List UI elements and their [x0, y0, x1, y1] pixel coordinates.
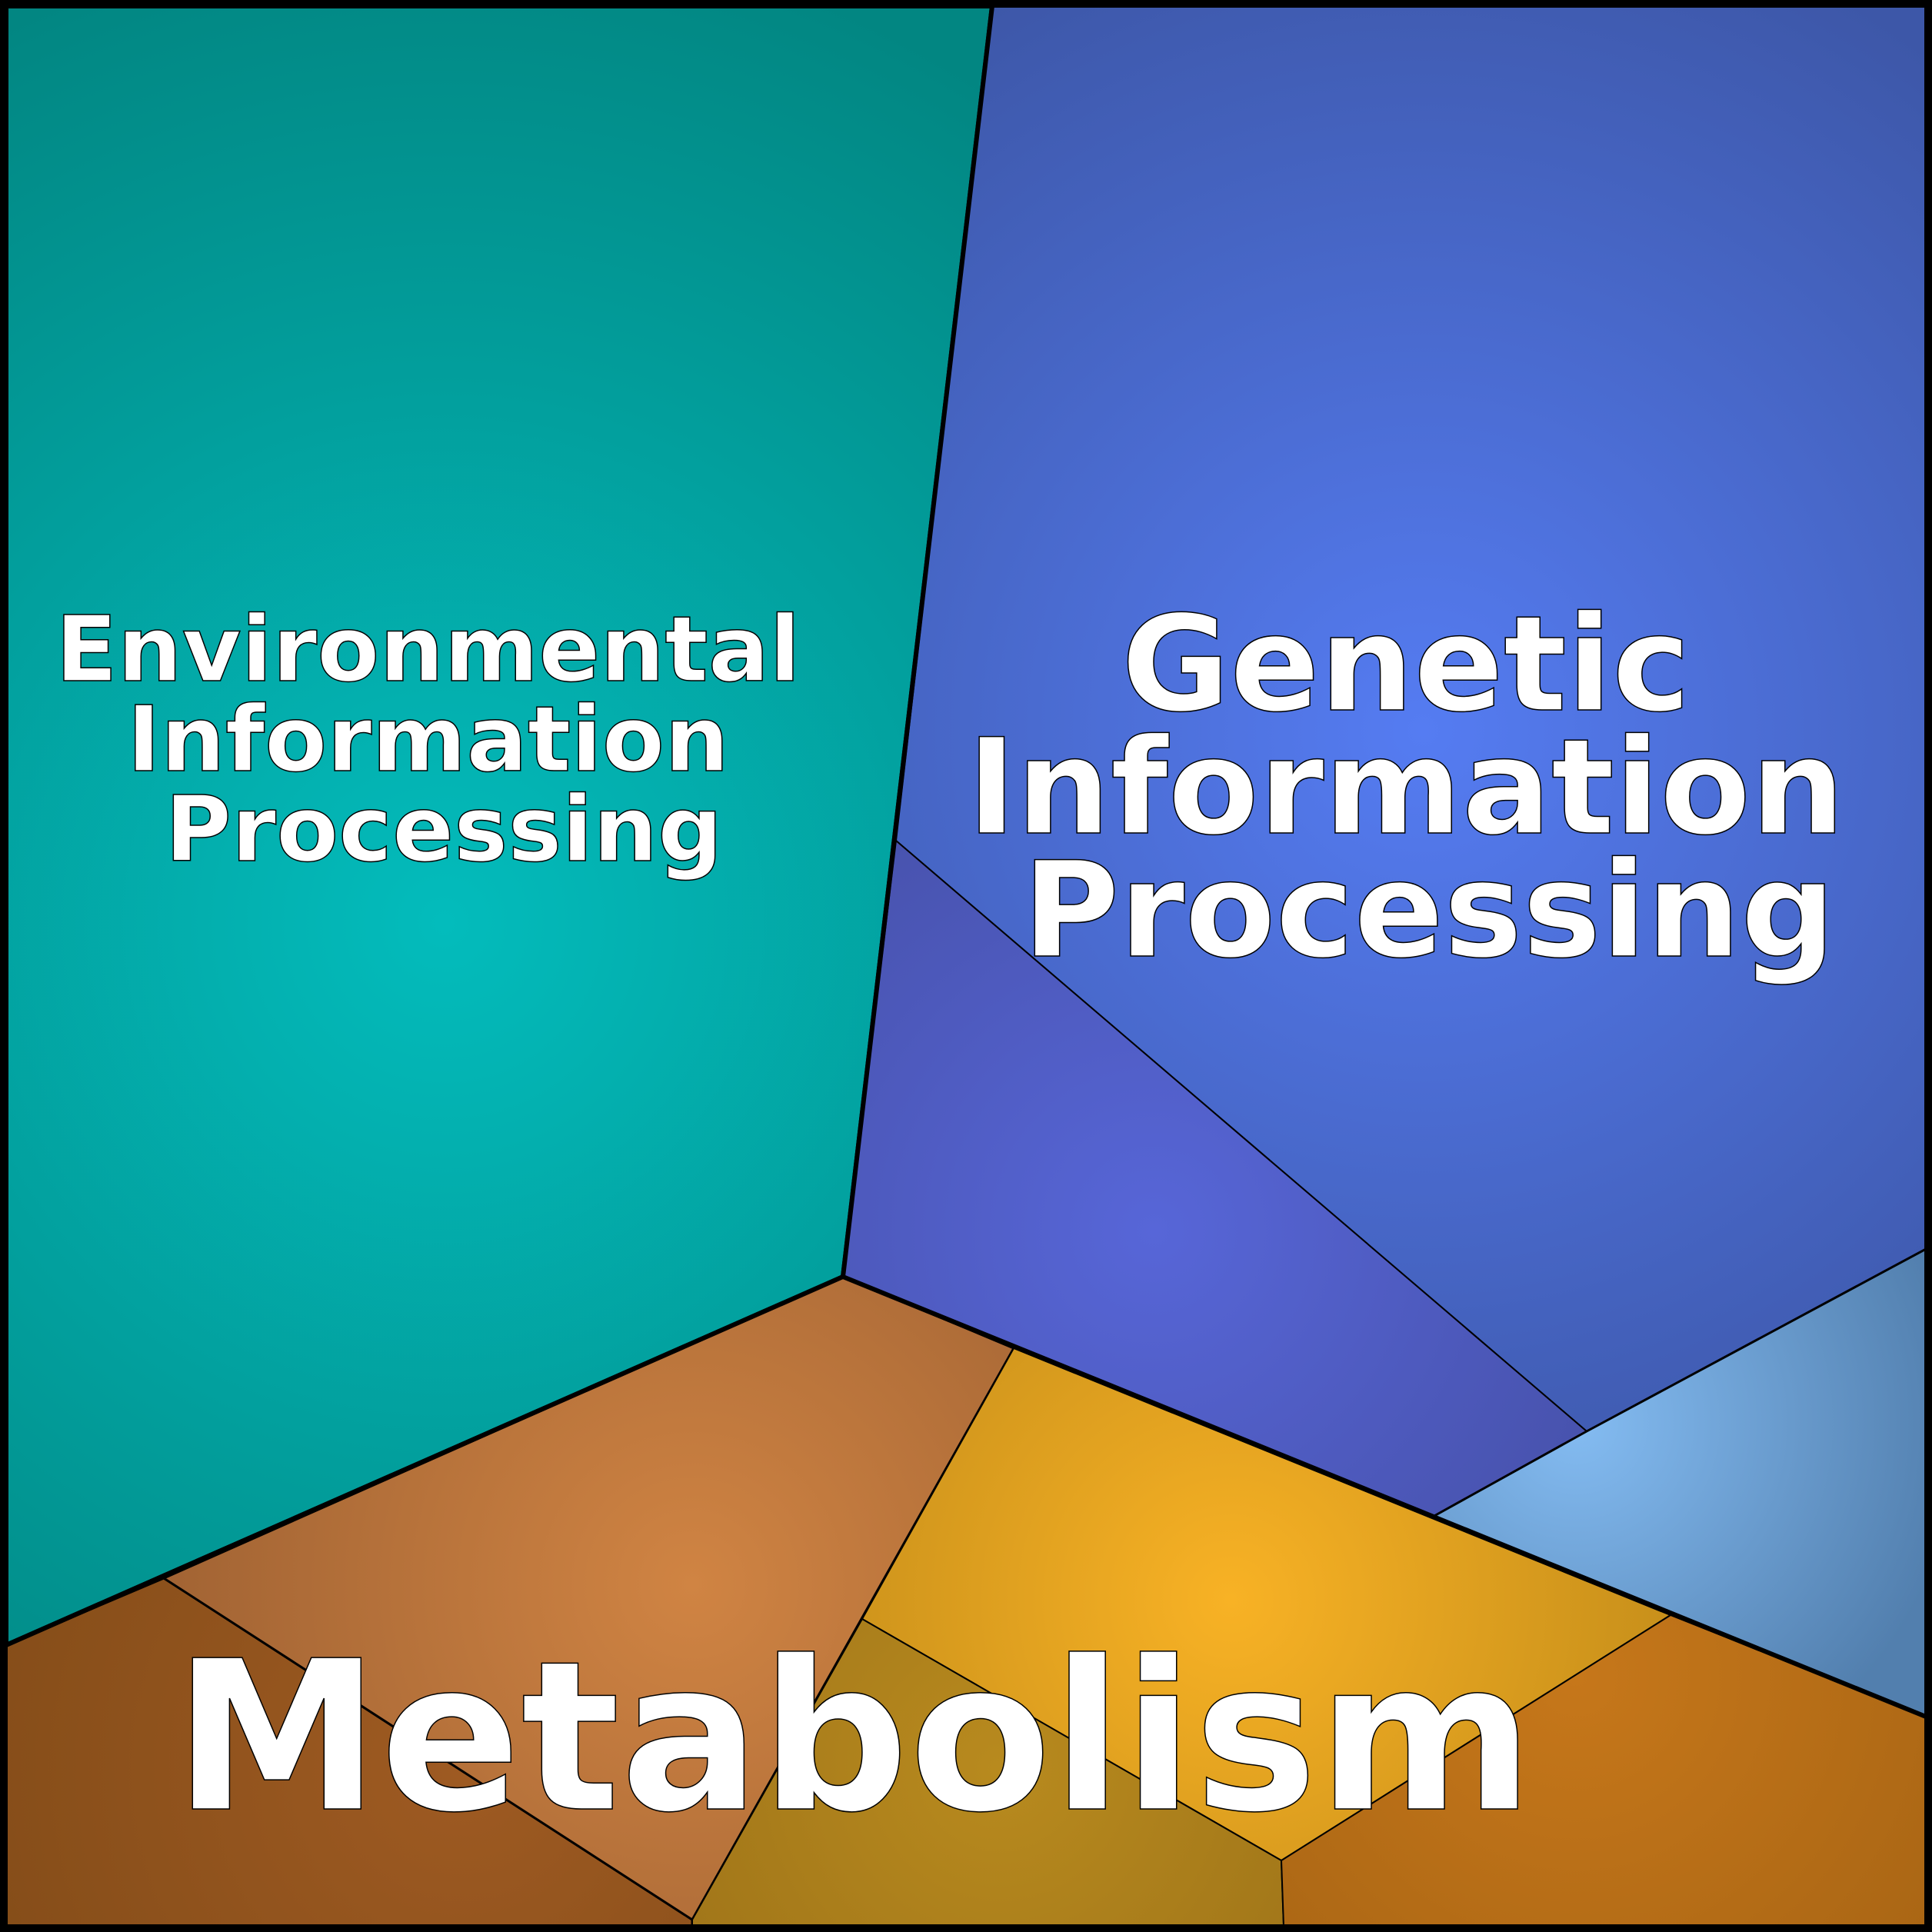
environmental-label: Environmental Information Processing	[55, 596, 832, 882]
genetic-region	[841, 5, 1927, 1719]
genetic-label: Genetic Information Processing	[967, 587, 1890, 988]
major-divider	[841, 1274, 1927, 1719]
metabolism-label: Metabolism	[174, 1616, 1534, 1858]
